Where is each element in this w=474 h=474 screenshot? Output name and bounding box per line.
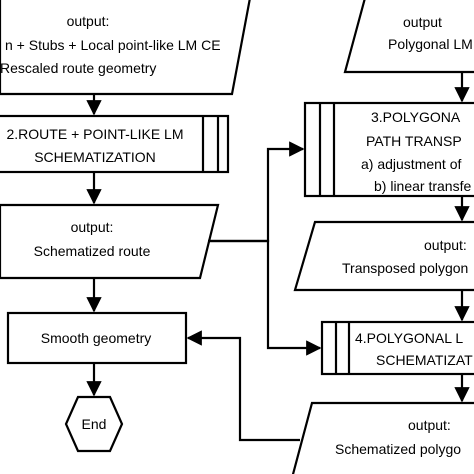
polygonal-transposition-line-1: 3.POLYGONA: [371, 109, 461, 125]
output-transposed-line-2: Transposed polygon: [342, 260, 468, 276]
output-schematized-route-line-2: Schematized route: [34, 243, 151, 259]
route-schematization-node: 2.ROUTE + POINT-LIKE LM SCHEMATIZATION: [0, 114, 230, 174]
polygonal-schematization-line-2: SCHEMATIZAT: [376, 352, 473, 368]
output-top-left-line-3: Rescaled route geometry: [0, 60, 156, 76]
end-node: End: [64, 395, 124, 453]
output-schematized-polygon-line-1: output:: [408, 417, 451, 433]
output-transposed-line-1: output:: [424, 237, 467, 253]
polygonal-schematization-node: 4.POLYGONAL L SCHEMATIZAT: [320, 320, 474, 376]
output-polygonal-line-2: Polygonal LM: [388, 36, 473, 52]
polygonal-transposition-line-3: a) adjustment of: [361, 156, 461, 172]
route-schematization-line-2: SCHEMATIZATION: [34, 149, 156, 165]
smooth-geometry-label: Smooth geometry: [41, 330, 152, 346]
output-schematized-polygon-node: output: Schematized polygo: [291, 401, 474, 474]
output-top-left-line-1: output:: [67, 13, 110, 29]
output-top-left-node: output: n + Stubs + Local point-like LM …: [0, 0, 251, 96]
output-schematized-polygon-line-2: Schematized polygo: [335, 441, 461, 457]
arrow-schematized-route-to-polygonal-schematization: [208, 239, 322, 356]
end-label: End: [82, 416, 107, 432]
output-transposed-node: output: Transposed polygon: [293, 220, 474, 292]
output-schematized-route-line-1: output:: [71, 219, 114, 235]
output-schematized-route-node: output: Schematized route: [0, 203, 220, 280]
smooth-geometry-node: Smooth geometry: [6, 311, 188, 365]
output-polygonal-line-1: output: [403, 14, 442, 30]
polygonal-transposition-line-4: b) linear transfe: [374, 178, 471, 194]
polygonal-transposition-node: 3.POLYGONA PATH TRANSP a) adjustment of …: [303, 101, 474, 198]
polygonal-transposition-line-2: PATH TRANSP: [366, 133, 462, 149]
arrow-schematized-polygon-to-smooth-geometry: [186, 330, 300, 442]
output-polygonal-node: output Polygonal LM: [343, 0, 474, 74]
output-top-left-line-2: n + Stubs + Local point-like LM CE: [5, 37, 221, 53]
polygonal-schematization-line-1: 4.POLYGONAL L: [355, 330, 463, 346]
route-schematization-line-1: 2.ROUTE + POINT-LIKE LM: [7, 126, 184, 142]
